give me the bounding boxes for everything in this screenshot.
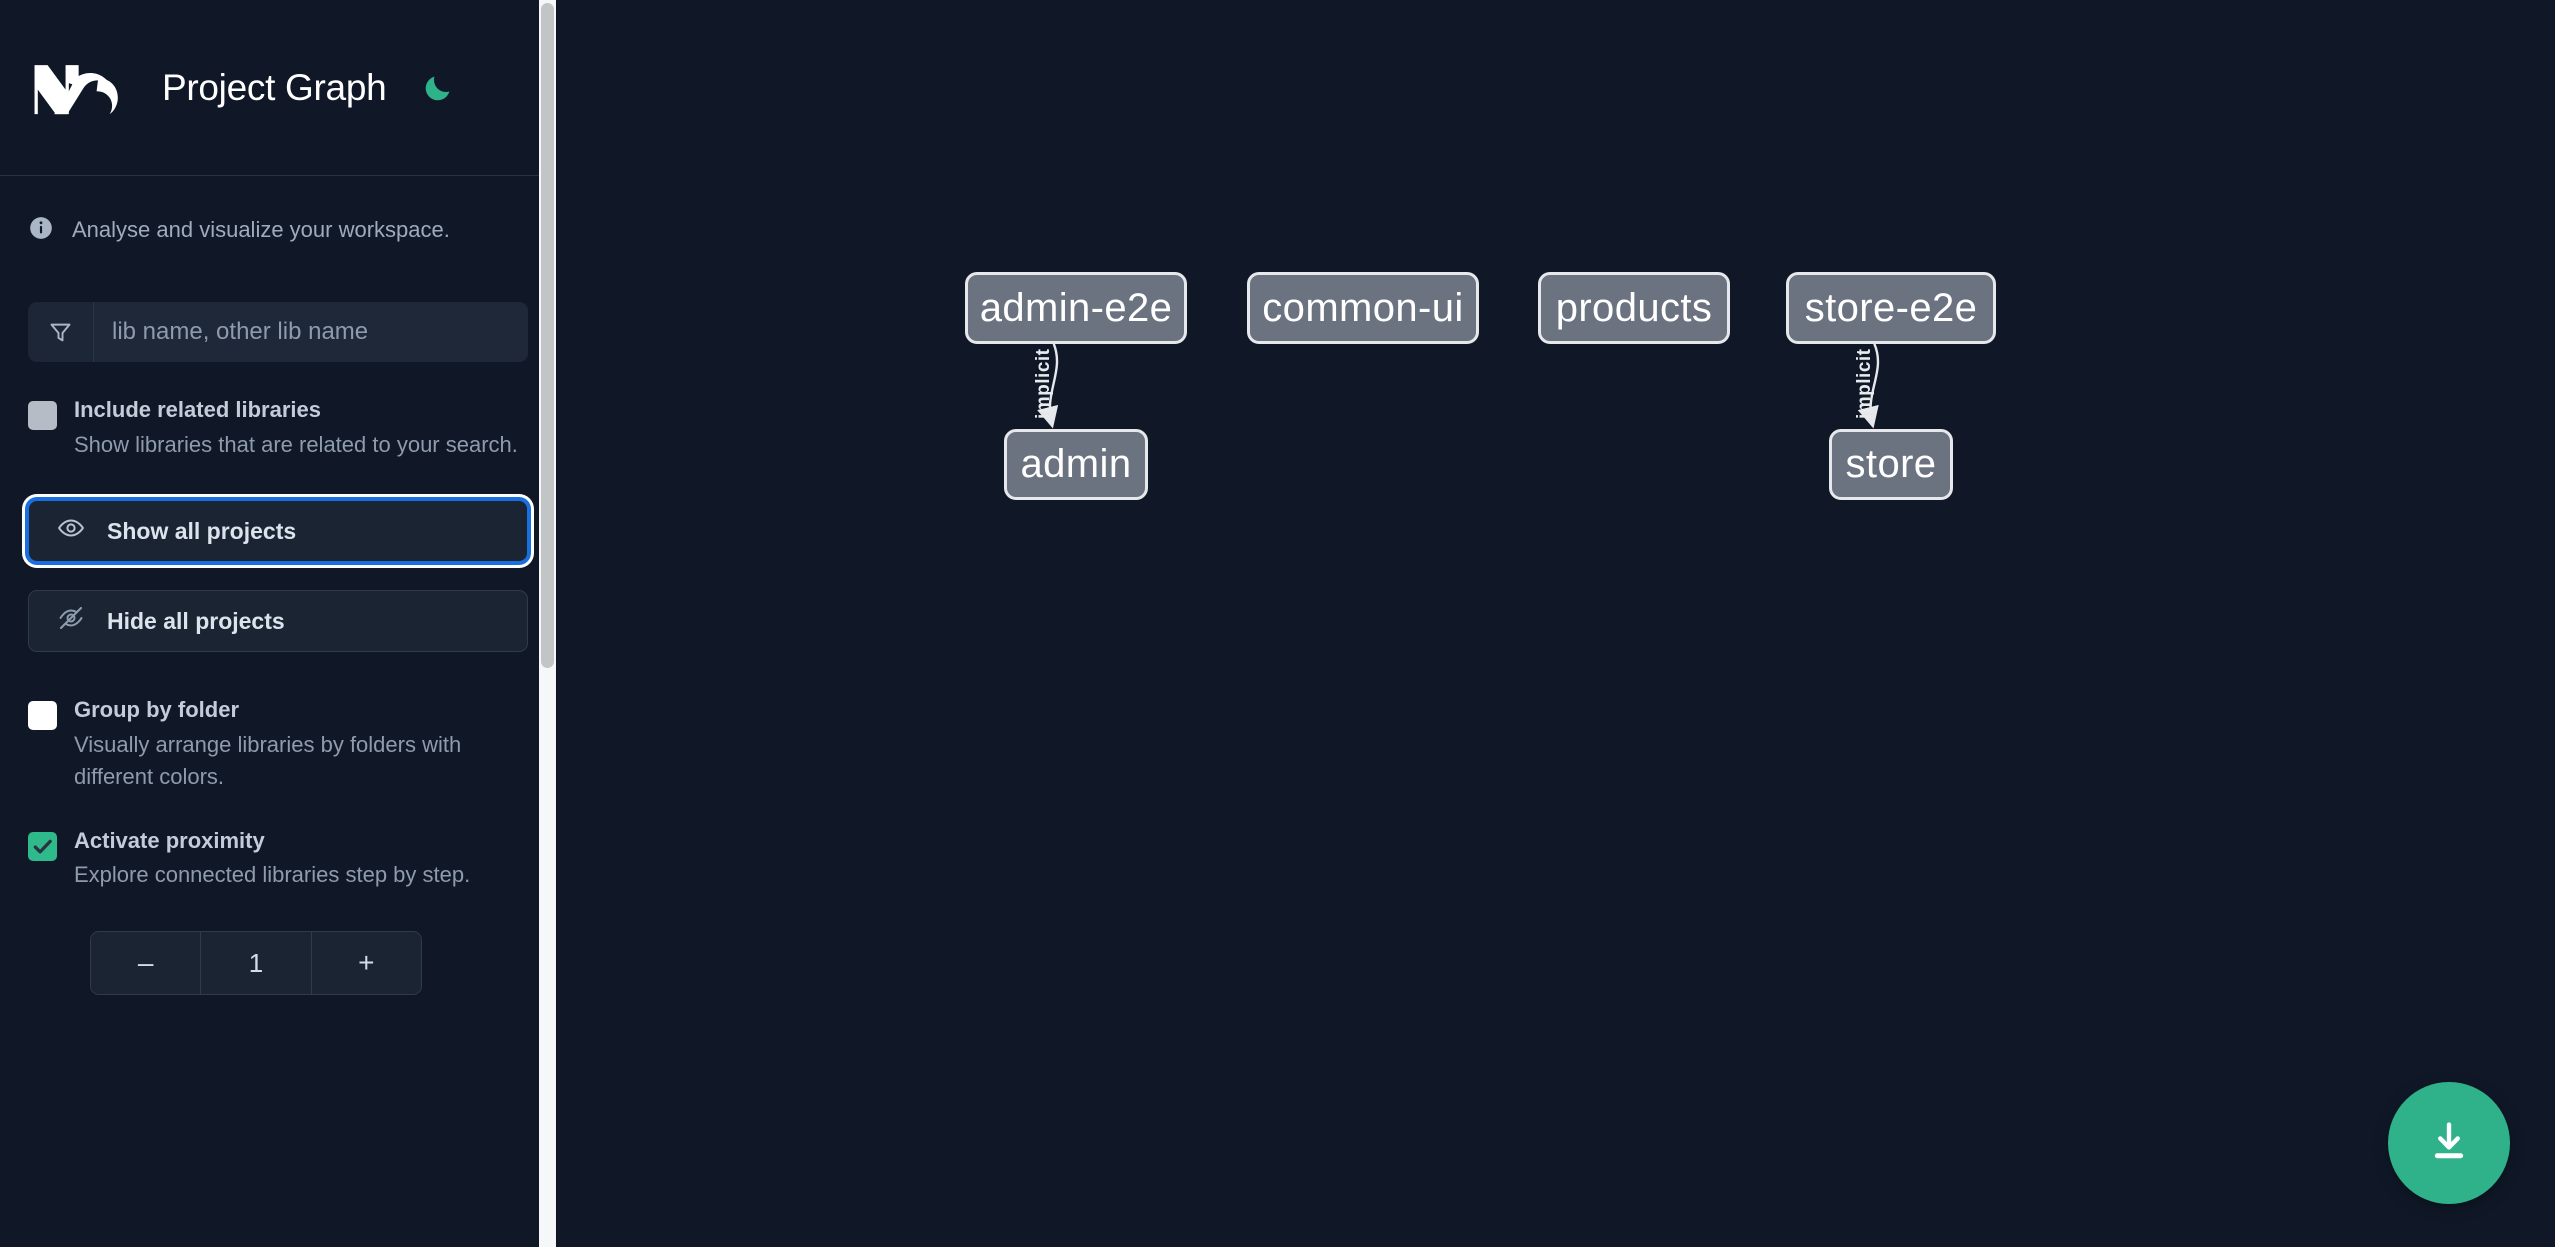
option-group-by-folder[interactable]: Group by folder Visually arrange librari… (28, 696, 528, 792)
sidebar: Project Graph Analyse and visualize your… (0, 0, 556, 1247)
project-visibility-buttons: Show all projects Hide all projects (28, 500, 528, 653)
edge-label-implicit: implicit (1033, 348, 1054, 419)
moon-icon[interactable] (416, 66, 460, 110)
group-by-folder-checkbox[interactable] (28, 701, 57, 731)
graph-node[interactable]: store-e2e (1786, 272, 1996, 344)
nx-logo-icon (28, 55, 126, 121)
graph-node[interactable]: admin-e2e (965, 272, 1187, 344)
graph-node[interactable]: admin (1004, 429, 1148, 500)
info-banner: Analyse and visualize your workspace. (28, 210, 528, 250)
download-icon (2424, 1117, 2474, 1170)
graph-node[interactable]: common-ui (1247, 272, 1479, 344)
proximity-decrement-button[interactable]: – (91, 932, 201, 995)
sidebar-header: Project Graph (0, 0, 556, 176)
include-related-libraries-checkbox[interactable] (28, 401, 57, 430)
option-include-related-libraries[interactable]: Include related libraries Show libraries… (28, 396, 528, 460)
page-title: Project Graph (162, 66, 387, 108)
hide-all-projects-button[interactable]: Hide all projects (28, 590, 528, 653)
graph-node[interactable]: products (1538, 272, 1730, 344)
funnel-icon (28, 302, 94, 362)
option-label: Activate proximity (74, 827, 265, 853)
activate-proximity-checkbox[interactable] (28, 831, 57, 861)
search-input[interactable] (94, 302, 528, 362)
option-description: Visually arrange libraries by folders wi… (74, 731, 462, 789)
option-activate-proximity[interactable]: Activate proximity Explore connected lib… (28, 827, 528, 891)
eye-icon (57, 514, 85, 548)
proximity-value: 1 (200, 932, 312, 995)
graph-canvas[interactable]: implicit implicit admin-e2e common-ui pr… (556, 0, 2555, 1247)
edge-label-implicit: implicit (1854, 348, 1875, 419)
download-button[interactable] (2388, 1082, 2510, 1204)
proximity-stepper: – 1 + (90, 931, 422, 996)
info-icon (28, 215, 54, 246)
show-all-projects-label: Show all projects (107, 517, 297, 544)
option-label: Include related libraries (74, 397, 321, 422)
option-description: Show libraries that are related to your … (74, 431, 518, 457)
sidebar-scrollbar-thumb[interactable] (541, 3, 554, 668)
option-label: Group by folder (74, 697, 239, 723)
filter-field[interactable] (28, 302, 528, 362)
graph-edges (1037, 343, 1880, 429)
option-description: Explore connected libraries step by step… (74, 862, 471, 888)
hide-all-projects-label: Hide all projects (107, 607, 285, 634)
sidebar-body: Analyse and visualize your workspace. In… (0, 210, 556, 996)
graph-node[interactable]: store (1829, 429, 1953, 500)
proximity-increment-button[interactable]: + (311, 932, 421, 995)
eye-off-icon (57, 604, 85, 638)
sidebar-scrollbar[interactable] (539, 0, 556, 1247)
show-all-projects-button[interactable]: Show all projects (28, 500, 528, 563)
info-text: Analyse and visualize your workspace. (72, 217, 450, 242)
